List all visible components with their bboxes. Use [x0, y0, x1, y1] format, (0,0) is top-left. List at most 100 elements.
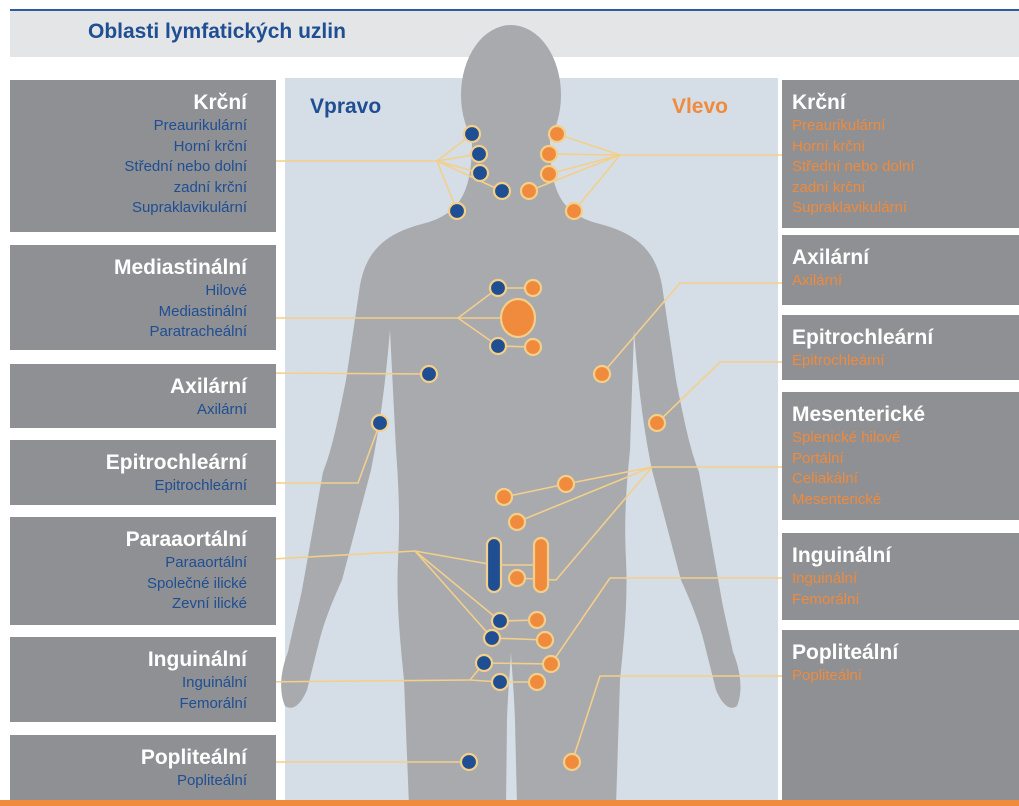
region-item: Supraklavikulární	[10, 198, 247, 219]
region-heading: Mediastinální	[10, 255, 247, 281]
region-item: Mediastinální	[10, 302, 247, 323]
region-box-left-poplitealni: Popliteální Popliteální	[10, 735, 276, 800]
region-heading: Epitrochleární	[792, 325, 1019, 351]
lymph-node-orange	[525, 339, 541, 355]
lymph-node-orange	[541, 166, 557, 182]
lymph-node-blue	[471, 146, 487, 162]
lymph-node-orange	[594, 366, 610, 382]
region-item: zadní krční	[792, 178, 1019, 199]
lymph-node-orange	[529, 674, 545, 690]
left-side-label: Vlevo	[672, 95, 728, 119]
body-silhouette	[281, 140, 740, 806]
connector-line	[557, 134, 620, 155]
region-box-right-mesentericke: Mesenterické Splenické hilové Portální C…	[782, 392, 1019, 520]
region-item: Femorální	[792, 590, 1019, 611]
region-item: Společné ilické	[10, 574, 247, 595]
lymph-node-orange	[537, 632, 553, 648]
lymph-node-orange	[549, 126, 565, 142]
lymph-node-blue	[490, 338, 506, 354]
region-heading: Krční	[10, 90, 247, 116]
lymph-node-orange	[649, 415, 665, 431]
region-heading: Paraaortální	[10, 527, 247, 553]
region-item: Horní krční	[792, 137, 1019, 158]
connector-line	[484, 663, 551, 664]
region-item: Epitrochleární	[10, 476, 247, 497]
region-heading: Inguinální	[10, 647, 247, 673]
region-item: Splenické hilové	[792, 428, 1019, 449]
region-item: Portální	[792, 449, 1019, 470]
region-item: Paraaortální	[10, 553, 247, 574]
region-item: Paratracheální	[10, 322, 247, 343]
region-item: Celiakální	[792, 469, 1019, 490]
region-item: Inguinální	[10, 673, 247, 694]
bottom-accent-bar	[0, 800, 1019, 806]
region-item: Supraklavikulární	[792, 198, 1019, 219]
region-box-left-krcni: Krční Preaurikulární Horní krční Střední…	[10, 80, 276, 232]
region-item: Střední nebo dolní	[10, 157, 247, 178]
region-box-left-inguinalni: Inguinální Inguinální Femorální	[10, 637, 276, 722]
lymph-node-orange	[501, 299, 535, 337]
lymph-node-blue	[492, 613, 508, 629]
region-item: Preaurikulární	[10, 116, 247, 137]
lymph-node-orange	[534, 538, 548, 592]
lymph-node-blue	[492, 674, 508, 690]
region-item: zadní krční	[10, 178, 247, 199]
region-item: Epitrochleární	[792, 351, 1019, 372]
lymph-node-blue	[487, 538, 501, 592]
lymph-node-blue	[472, 165, 488, 181]
lymph-node-orange	[509, 514, 525, 530]
page-title: Oblasti lymfatických uzlin	[88, 20, 346, 44]
region-box-left-epitrochlearni: Epitrochleární Epitrochleární	[10, 440, 276, 505]
region-item: Popliteální	[792, 666, 1019, 687]
region-heading: Popliteální	[792, 640, 1019, 666]
lymph-node-orange	[558, 476, 574, 492]
region-item: Mesenterické	[792, 490, 1019, 511]
region-heading: Popliteální	[10, 745, 247, 771]
region-box-left-paraaortalni: Paraaortální Paraaortální Společné ilick…	[10, 517, 276, 625]
region-item: Femorální	[10, 694, 247, 715]
lymph-node-orange	[566, 203, 582, 219]
region-heading: Epitrochleární	[10, 450, 247, 476]
lymph-node-blue	[449, 203, 465, 219]
lymph-node-orange	[541, 146, 557, 162]
region-item: Inguinální	[792, 569, 1019, 590]
lymph-node-orange	[564, 754, 580, 770]
region-heading: Inguinální	[792, 543, 1019, 569]
region-item: Horní krční	[10, 137, 247, 158]
lymph-node-blue	[461, 754, 477, 770]
region-heading: Krční	[792, 90, 1019, 116]
region-box-left-mediastinalni: Mediastinální Hilové Mediastinální Parat…	[10, 245, 276, 350]
lymph-node-orange	[529, 612, 545, 628]
region-heading: Axilární	[792, 245, 1019, 271]
lymph-node-blue	[421, 366, 437, 382]
region-box-right-axilarni: Axilární Axilární	[782, 235, 1019, 305]
lymph-node-blue	[494, 183, 510, 199]
lymph-node-blue	[476, 655, 492, 671]
region-item: Zevní ilické	[10, 594, 247, 615]
lymph-node-orange	[496, 489, 512, 505]
lymph-node-blue	[464, 126, 480, 142]
lymph-node-orange	[525, 280, 541, 296]
lymph-node-orange	[521, 183, 537, 199]
region-item: Střední nebo dolní	[792, 157, 1019, 178]
region-item: Hilové	[10, 281, 247, 302]
region-item: Axilární	[10, 400, 247, 421]
region-box-right-inguinalni: Inguinální Inguinální Femorální	[782, 533, 1019, 620]
region-box-right-poplitealni: Popliteální Popliteální	[782, 630, 1019, 800]
connector-line	[549, 155, 620, 174]
connector-line	[549, 154, 620, 155]
region-box-left-axilarni: Axilární Axilární	[10, 364, 276, 428]
region-box-right-krcni: Krční Preaurikulární Horní krční Střední…	[782, 80, 1019, 228]
region-heading: Mesenterické	[792, 402, 1019, 428]
lymph-node-blue	[490, 280, 506, 296]
connector-line	[255, 373, 429, 374]
region-heading: Axilární	[10, 374, 247, 400]
right-side-label: Vpravo	[310, 95, 381, 119]
lymph-node-orange	[543, 656, 559, 672]
region-item: Axilární	[792, 271, 1019, 292]
lymph-node-blue	[372, 415, 388, 431]
lymph-node-orange	[509, 570, 525, 586]
region-item: Preaurikulární	[792, 116, 1019, 137]
region-box-right-epitrochlearni: Epitrochleární Epitrochleární	[782, 315, 1019, 380]
